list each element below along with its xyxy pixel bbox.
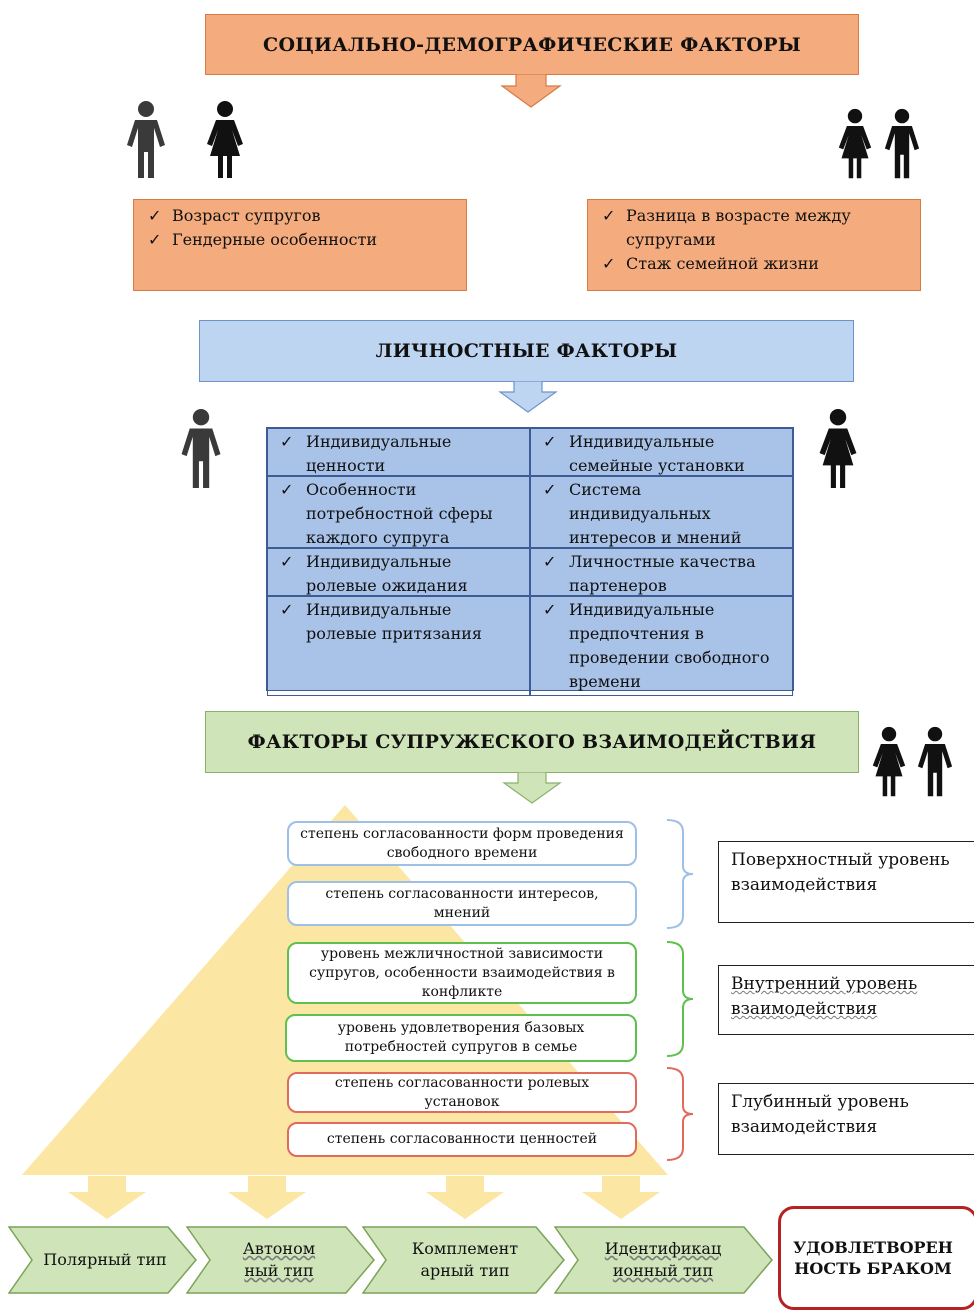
socio-right-list: ✓Разница в возрасте между супругами ✓Ста… bbox=[587, 199, 921, 291]
arrow-down-icon bbox=[500, 74, 562, 108]
grid-cell: ✓Личностные качества партенеров bbox=[530, 548, 793, 596]
man-icon bbox=[914, 726, 956, 798]
bracket-surface bbox=[666, 819, 694, 929]
grid-cell: ✓Индивидуальные предпочтения в проведени… bbox=[530, 596, 793, 696]
socio-demographic-banner: СОЦИАЛЬНО-ДЕМОГРАФИЧЕСКИЕ ФАКТОРЫ bbox=[205, 14, 859, 75]
grid-cell: ✓Индивидуальные ролевые ожидания bbox=[267, 548, 530, 596]
marriage-satisfaction-box: УДОВЛЕТВОРЕН НОСТЬ БРАКОМ bbox=[778, 1206, 974, 1310]
arrow-down-icon bbox=[498, 381, 558, 413]
check-icon: ✓ bbox=[543, 432, 557, 451]
woman-icon bbox=[833, 108, 877, 180]
grid-cell: ✓Индивидуальные ценности bbox=[267, 428, 530, 476]
type-autonomous-label: Автоном ный тип bbox=[242, 1239, 316, 1280]
check-icon: ✓ bbox=[280, 600, 294, 619]
type-autonomous: Автоном ный тип bbox=[226, 1228, 332, 1292]
check-icon: ✓ bbox=[280, 432, 294, 451]
checklist-item: ✓Гендерные особенности bbox=[148, 228, 452, 252]
level-item-interests: степень согласованности интересов, мнени… bbox=[287, 881, 637, 926]
checklist-item: ✓Разница в возрасте между супругами bbox=[602, 204, 906, 252]
bracket-inner bbox=[666, 941, 694, 1057]
man-icon bbox=[123, 100, 169, 180]
inner-level-label: Внутренний уровень взаимодействия bbox=[731, 974, 918, 1019]
type-chevron-bg bbox=[362, 1226, 565, 1294]
grid-cell: ✓Особенности потребностной сферы каждого… bbox=[267, 476, 530, 548]
level-item-values: степень согласованности ценностей bbox=[287, 1122, 637, 1157]
level-item-roles: степень согласованности ролевых установо… bbox=[287, 1072, 637, 1113]
check-icon: ✓ bbox=[280, 552, 294, 571]
check-icon: ✓ bbox=[602, 254, 616, 273]
type-identification-label: Идентификац ионный тип bbox=[604, 1239, 722, 1280]
personal-factors-banner: ЛИЧНОСТНЫЕ ФАКТОРЫ bbox=[199, 320, 854, 382]
type-identification: Идентификац ионный тип bbox=[590, 1228, 736, 1292]
arrow-down-icon bbox=[502, 772, 562, 804]
type-chevron-bg bbox=[8, 1226, 197, 1294]
check-icon: ✓ bbox=[543, 552, 557, 571]
arrow-down-icon bbox=[228, 1176, 306, 1219]
socio-left-list: ✓Возраст супругов ✓Гендерные особенности bbox=[133, 199, 467, 291]
grid-cell: ✓Индивидуальные семейные установки bbox=[530, 428, 793, 476]
type-chevron-bg bbox=[186, 1226, 375, 1294]
man-icon bbox=[175, 408, 227, 490]
level-item-needs: уровень удовлетворения базовых потребнос… bbox=[285, 1014, 637, 1062]
man-icon bbox=[868, 726, 910, 798]
interaction-factors-banner: ФАКТОРЫ СУПРУЖЕСКОГО ВЗАИМОДЕЙСТВИЯ bbox=[205, 711, 859, 773]
inner-level-box: Внутренний уровень взаимодействия bbox=[718, 965, 974, 1035]
woman-icon bbox=[201, 100, 249, 180]
grid-cell: ✓Система индивидуальных интересов и мнен… bbox=[530, 476, 793, 548]
checklist-item: ✓Стаж семейной жизни bbox=[602, 252, 906, 276]
check-icon: ✓ bbox=[543, 600, 557, 619]
type-complementary: Комплемент арный тип bbox=[411, 1239, 519, 1280]
woman-icon bbox=[812, 408, 864, 490]
personal-factors-grid: ✓Индивидуальные ценности ✓Индивидуальные… bbox=[266, 427, 794, 696]
level-item-leisure: степень согласованности форм проведения … bbox=[287, 821, 637, 866]
check-icon: ✓ bbox=[148, 206, 162, 225]
check-icon: ✓ bbox=[280, 480, 294, 499]
deep-level-box: Глубинный уровень взаимодействия bbox=[718, 1083, 974, 1155]
level-item-dependence: уровень межличностной зависимости супруг… bbox=[287, 942, 637, 1004]
arrow-down-icon bbox=[68, 1176, 146, 1219]
arrow-down-icon bbox=[582, 1176, 660, 1219]
man-icon bbox=[880, 108, 924, 180]
check-icon: ✓ bbox=[148, 230, 162, 249]
bracket-deep bbox=[666, 1067, 694, 1161]
type-polar: Полярный тип bbox=[43, 1250, 167, 1269]
check-icon: ✓ bbox=[602, 206, 616, 225]
checklist-item: ✓Возраст супругов bbox=[148, 204, 452, 228]
type-chevron-bg bbox=[554, 1226, 773, 1294]
arrow-down-icon bbox=[426, 1176, 504, 1219]
check-icon: ✓ bbox=[543, 480, 557, 499]
grid-cell: ✓Индивидуальные ролевые притязания bbox=[267, 596, 530, 696]
surface-level-box: Поверхностный уровень взаимодействия bbox=[718, 841, 974, 923]
